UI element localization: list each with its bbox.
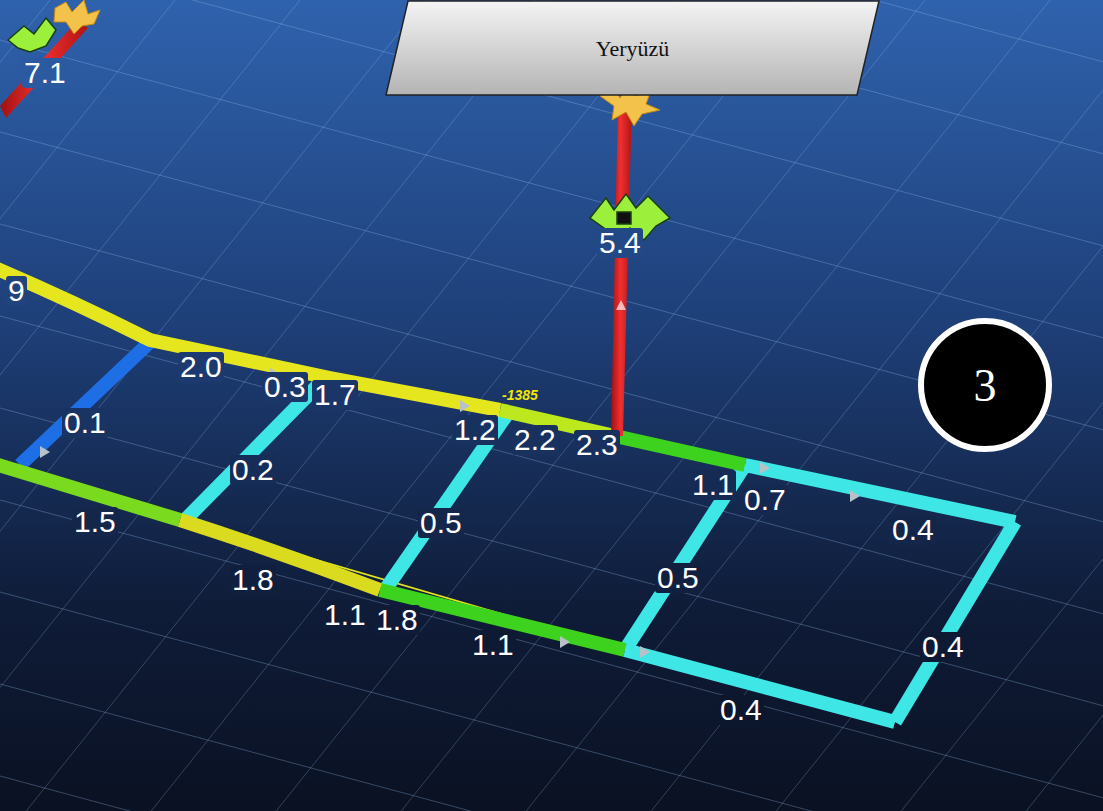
utilization-ratio: 0.7 — [742, 485, 788, 515]
node-text: Yeryüzü — [596, 36, 670, 62]
utilization-ratio: 0.3 — [262, 372, 308, 402]
grid-line — [776, 0, 1103, 811]
blue-member — [20, 342, 150, 465]
ground-label-box: Yeryüzü — [385, 0, 880, 97]
direction-arrows — [40, 368, 860, 658]
utilization-ratio: 1.1 — [322, 600, 368, 630]
grid-line — [526, 0, 1103, 811]
grid-line — [0, 684, 1103, 811]
grid-line — [651, 0, 1103, 811]
cyan-member — [625, 465, 745, 650]
yellow-member — [180, 520, 380, 590]
utilization-ratio: 1.5 — [72, 507, 118, 537]
utilization-ratio: 0.4 — [890, 515, 936, 545]
utilization-ratio: 0.5 — [418, 508, 464, 538]
grid-line — [276, 0, 925, 811]
utilization-ratio: 0.4 — [718, 695, 764, 725]
green-member — [615, 436, 745, 465]
node-text: 3 — [974, 359, 997, 412]
utilization-ratio: 9 — [6, 276, 27, 306]
grid-line — [901, 0, 1103, 811]
grid-line — [0, 0, 50, 811]
grid-line — [0, 316, 1103, 614]
grid-line — [26, 0, 675, 811]
thin-line — [180, 520, 625, 650]
utilization-ratio: 1.1 — [690, 470, 736, 500]
grid-line — [0, 0, 1103, 154]
grid-line — [0, 0, 1103, 246]
grid-line — [0, 0, 300, 811]
grid-line — [0, 224, 1103, 522]
utilization-ratio: 2.3 — [574, 430, 620, 460]
utilization-ratio: 1.7 — [312, 380, 358, 410]
utilization-ratio: 2.0 — [178, 352, 224, 382]
utilization-ratio: 2.2 — [512, 425, 558, 455]
utilization-ratio: 1.1 — [470, 630, 516, 660]
utilization-ratio: 1.2 — [452, 415, 498, 445]
utilization-ratio: 5.4 — [597, 228, 643, 258]
utilization-ratio: 1.8 — [374, 605, 420, 635]
utilization-ratio: 7.1 — [22, 58, 68, 88]
utilization-ratio: 0.5 — [655, 563, 701, 593]
grid-line — [0, 500, 1103, 798]
callout-circle: 3 — [917, 317, 1053, 453]
yellow-member — [0, 268, 500, 410]
frame-members — [0, 268, 1015, 722]
grid-line — [0, 0, 175, 811]
cyan-member — [895, 522, 1015, 722]
node-id-number: -1385 — [500, 388, 540, 402]
utilization-ratio: 0.1 — [62, 408, 108, 438]
utilization-ratio: 0.2 — [230, 455, 276, 485]
cyan-member — [385, 410, 510, 590]
grid-line — [0, 0, 425, 811]
grid-line — [0, 0, 550, 811]
utilization-ratio: 1.8 — [230, 565, 276, 595]
utilization-ratio: 0.4 — [920, 632, 966, 662]
